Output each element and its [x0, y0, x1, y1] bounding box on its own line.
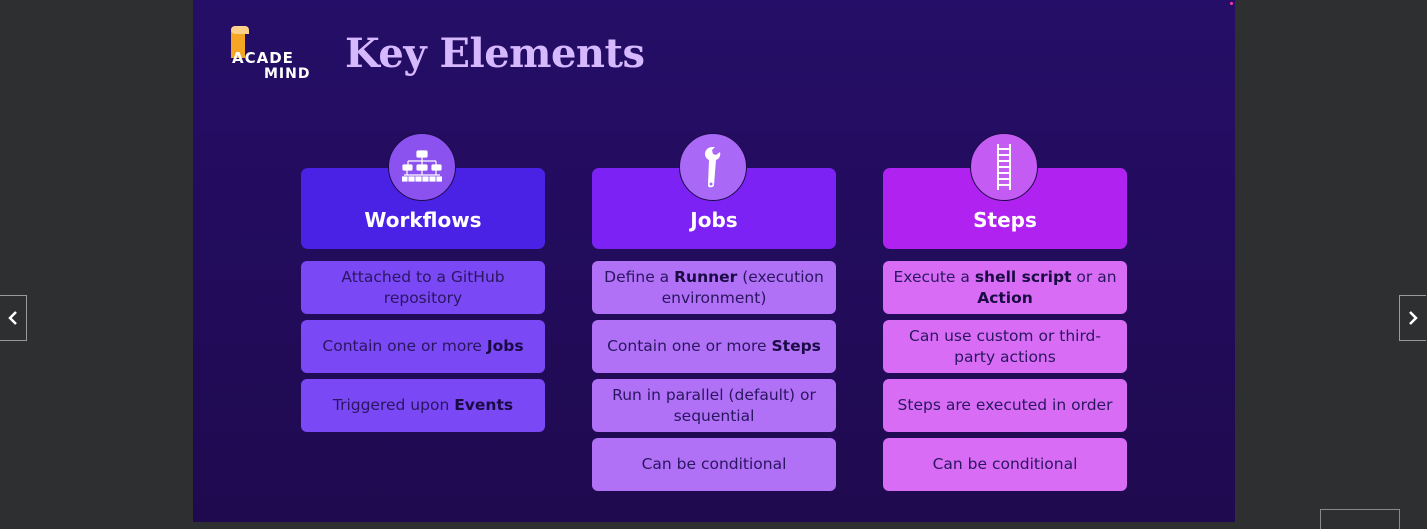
steps-item: Execute a shell script or an Action	[883, 261, 1127, 314]
logo-book-icon	[231, 28, 245, 58]
steps-item: Can be conditional	[883, 438, 1127, 491]
logo-book-fold	[231, 26, 249, 34]
jobs-item: Contain one or more Steps	[592, 320, 836, 373]
academind-logo: ACADE MIND	[219, 26, 319, 86]
item-text-part: Triggered upon	[332, 396, 455, 414]
steps-header-label: Steps	[973, 208, 1037, 232]
item-text-part: or an	[1071, 267, 1117, 286]
jobs-header-label: Jobs	[690, 208, 738, 232]
item-text-part: Steps are executed in order	[897, 396, 1113, 414]
item-text-part: Execute a	[893, 267, 975, 286]
item-text: Triggered upon Events	[333, 395, 513, 416]
logo-text-line1: ACADE	[232, 49, 294, 67]
item-text-part: Can be conditional	[641, 455, 787, 473]
item-text-part: Contain one or more	[607, 337, 772, 355]
item-text-part: Run in parallel (default) or sequential	[612, 385, 816, 425]
item-keyword: Runner	[674, 267, 738, 286]
slide-title: Key Elements	[345, 30, 645, 77]
item-text: Steps are executed in order	[898, 395, 1113, 416]
item-text: Can be conditional	[933, 454, 1078, 475]
item-text-part: Can use custom or third-party actions	[909, 326, 1101, 366]
chevron-right-icon	[1409, 311, 1418, 325]
steps-item: Steps are executed in order	[883, 379, 1127, 432]
item-text: Attached to a GitHub repository	[311, 267, 535, 309]
item-text: Define a Runner (execution environment)	[602, 267, 826, 309]
item-keyword: Action	[977, 288, 1033, 307]
item-text: Run in parallel (default) or sequential	[602, 385, 826, 427]
workflows-items: Attached to a GitHub repository Contain …	[301, 261, 545, 438]
jobs-items: Define a Runner (execution environment) …	[592, 261, 836, 497]
item-keyword: shell script	[974, 267, 1072, 286]
item-text: Can use custom or third-party actions	[893, 326, 1117, 368]
chevron-left-icon	[8, 311, 17, 325]
workflows-item: Triggered upon Events	[301, 379, 545, 432]
item-keyword: Jobs	[486, 337, 524, 355]
previous-slide-button[interactable]	[0, 295, 27, 341]
item-text: Execute a shell script or an Action	[893, 267, 1117, 309]
item-text: Contain one or more Steps	[607, 336, 821, 357]
item-text-part: (execution environment)	[661, 267, 824, 307]
workflows-item: Contain one or more Jobs	[301, 320, 545, 373]
item-text-part: Contain one or more	[322, 337, 487, 355]
item-text-part: Define a	[604, 267, 675, 286]
item-keyword: Steps	[771, 337, 821, 355]
jobs-item: Run in parallel (default) or sequential	[592, 379, 836, 432]
player-control-box[interactable]	[1320, 509, 1400, 529]
recording-dot	[1230, 2, 1233, 5]
item-keyword: Events	[454, 396, 514, 414]
steps-items: Execute a shell script or an Action Can …	[883, 261, 1127, 497]
ladder-icon	[970, 133, 1038, 201]
wrench-icon	[679, 133, 747, 201]
item-text: Can be conditional	[642, 454, 787, 475]
workflows-header-card: Workflows	[301, 168, 545, 249]
workflows-header-label: Workflows	[364, 208, 482, 232]
workflows-item: Attached to a GitHub repository	[301, 261, 545, 314]
item-text: Contain one or more Jobs	[322, 336, 523, 357]
jobs-item: Define a Runner (execution environment)	[592, 261, 836, 314]
next-slide-button[interactable]	[1399, 295, 1426, 341]
item-text-part: Can be conditional	[932, 455, 1078, 473]
item-text-part: Attached to a GitHub repository	[341, 267, 505, 307]
presentation-slide: ACADE MIND Key Elements Workflows	[193, 0, 1235, 522]
jobs-item: Can be conditional	[592, 438, 836, 491]
logo-text-line2: MIND	[264, 66, 311, 82]
steps-item: Can use custom or third-party actions	[883, 320, 1127, 373]
sitemap-icon	[388, 133, 456, 201]
